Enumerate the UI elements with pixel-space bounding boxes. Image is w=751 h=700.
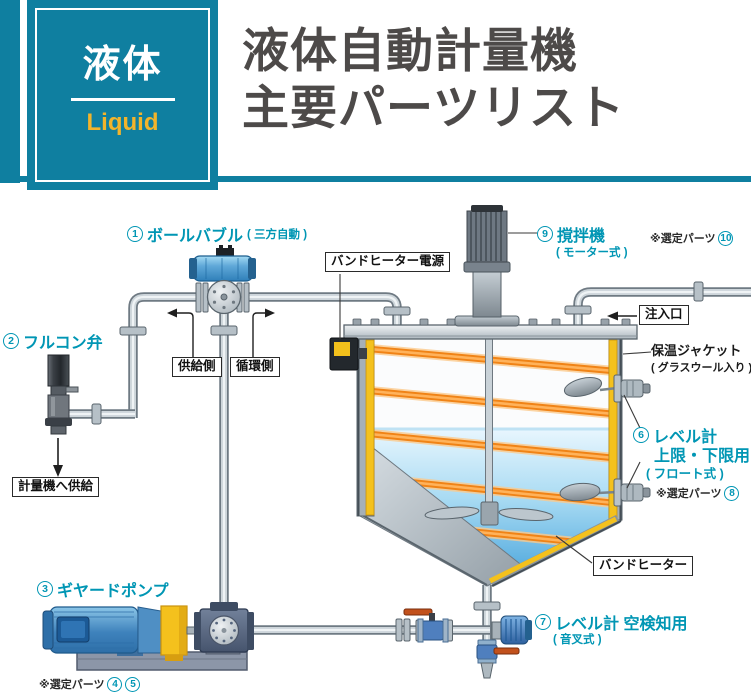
label-to-meter-box: 計量機へ供給	[12, 477, 100, 497]
insulation-strip-cone	[488, 516, 618, 584]
part1-sub: ( 三方自動 )	[247, 229, 308, 241]
part7-number: 7	[535, 614, 551, 630]
page-title-line1: 液体自動計量機	[242, 24, 578, 77]
note-selected-8: ※選定パーツ 8	[656, 485, 740, 501]
drain-valve	[476, 639, 520, 679]
gear-pump	[42, 602, 254, 671]
label-supply-box: 供給側	[172, 357, 222, 377]
page-title-line2: 主要パーツリスト	[242, 81, 626, 135]
note-selected-45: ※選定パーツ 4 5	[39, 676, 141, 692]
label-part6-sub: ( フロート式 )	[646, 467, 724, 481]
label-heater-power-box: バンドヒーター電源	[325, 252, 451, 272]
label-circulation-box: 循環側	[230, 357, 280, 377]
agitator-propeller	[424, 501, 554, 526]
agitator-motor	[454, 205, 520, 327]
label-band-heater-box: バンドヒーター	[593, 556, 694, 576]
lid-bolts	[352, 318, 631, 326]
part3-number: 3	[37, 581, 53, 597]
selected-8-number: 8	[724, 485, 740, 501]
insulation-strip-left	[365, 339, 375, 516]
label-part7: 7 レベル計 空検知用	[535, 610, 687, 634]
outlet-assembly	[403, 608, 532, 679]
pipe-flanges	[91, 281, 704, 642]
ball-valve	[189, 245, 256, 315]
page-title: 液体自動計量機 主要パーツリスト	[242, 22, 625, 137]
part9-name: 撹拌機	[557, 228, 606, 245]
shutoff-valve	[403, 608, 449, 643]
selected-10-number: 10	[718, 230, 734, 246]
label-part2: 2 フルコン弁	[3, 329, 103, 353]
label-part7-sub: ( 音叉式 )	[553, 634, 602, 646]
part2-number: 2	[3, 333, 19, 349]
category-label-en: Liquid	[86, 109, 159, 136]
part6-number: 6	[633, 427, 649, 443]
tank-lid	[343, 324, 638, 340]
leader-lines	[339, 232, 652, 564]
jacket-line1: 保温ジャケット	[651, 343, 742, 358]
float-level-sensor-upper	[563, 374, 651, 403]
category-divider	[70, 98, 175, 101]
circulation-side-arrow	[252, 312, 266, 358]
part2-name: フルコン弁	[23, 335, 103, 352]
part6-name: レベル計	[653, 429, 718, 446]
part3-name: ギヤードポンプ	[57, 583, 169, 600]
jacket-line2: ( グラスウール入り )	[651, 362, 751, 374]
note-selected-10: ※選定パーツ 10	[650, 230, 734, 246]
flow-arrows	[167, 308, 637, 358]
label-jacket: 保温ジャケット ( グラスウール入り )	[651, 340, 751, 375]
part9-number: 9	[537, 226, 553, 242]
supply-side-arrow	[176, 312, 194, 358]
agitator-shaft	[485, 338, 493, 519]
label-inlet-box: 注入口	[639, 305, 689, 325]
part1-name: ボールバブル	[147, 228, 244, 245]
heater-power-connector	[329, 337, 367, 371]
label-part6: 6 レベル計	[633, 423, 717, 447]
part7-name: レベル計 空検知用	[555, 616, 688, 633]
header-rule	[0, 176, 751, 182]
header-left-strip	[0, 0, 20, 183]
part1-number: 1	[127, 226, 143, 242]
label-part3: 3 ギヤードポンプ	[37, 577, 169, 601]
selected-4-number: 4	[107, 676, 123, 692]
float-level-sensor-lower	[559, 478, 651, 507]
label-part1: 1 ボールバブル ( 三方自動 )	[127, 222, 307, 246]
fullcon-valve	[45, 354, 79, 477]
category-box: 液体 Liquid	[27, 0, 218, 190]
tank	[329, 205, 651, 588]
category-box-border: 液体 Liquid	[35, 8, 210, 182]
selected-5-number: 5	[125, 676, 141, 692]
tuning-fork-sensor	[491, 615, 532, 645]
label-part9-sub: ( モーター式 )	[556, 247, 628, 259]
label-part6-line2: 上限・下限用	[654, 448, 751, 465]
label-part9: 9 撹拌機	[537, 222, 605, 246]
category-label-jp: 液体	[82, 44, 163, 86]
